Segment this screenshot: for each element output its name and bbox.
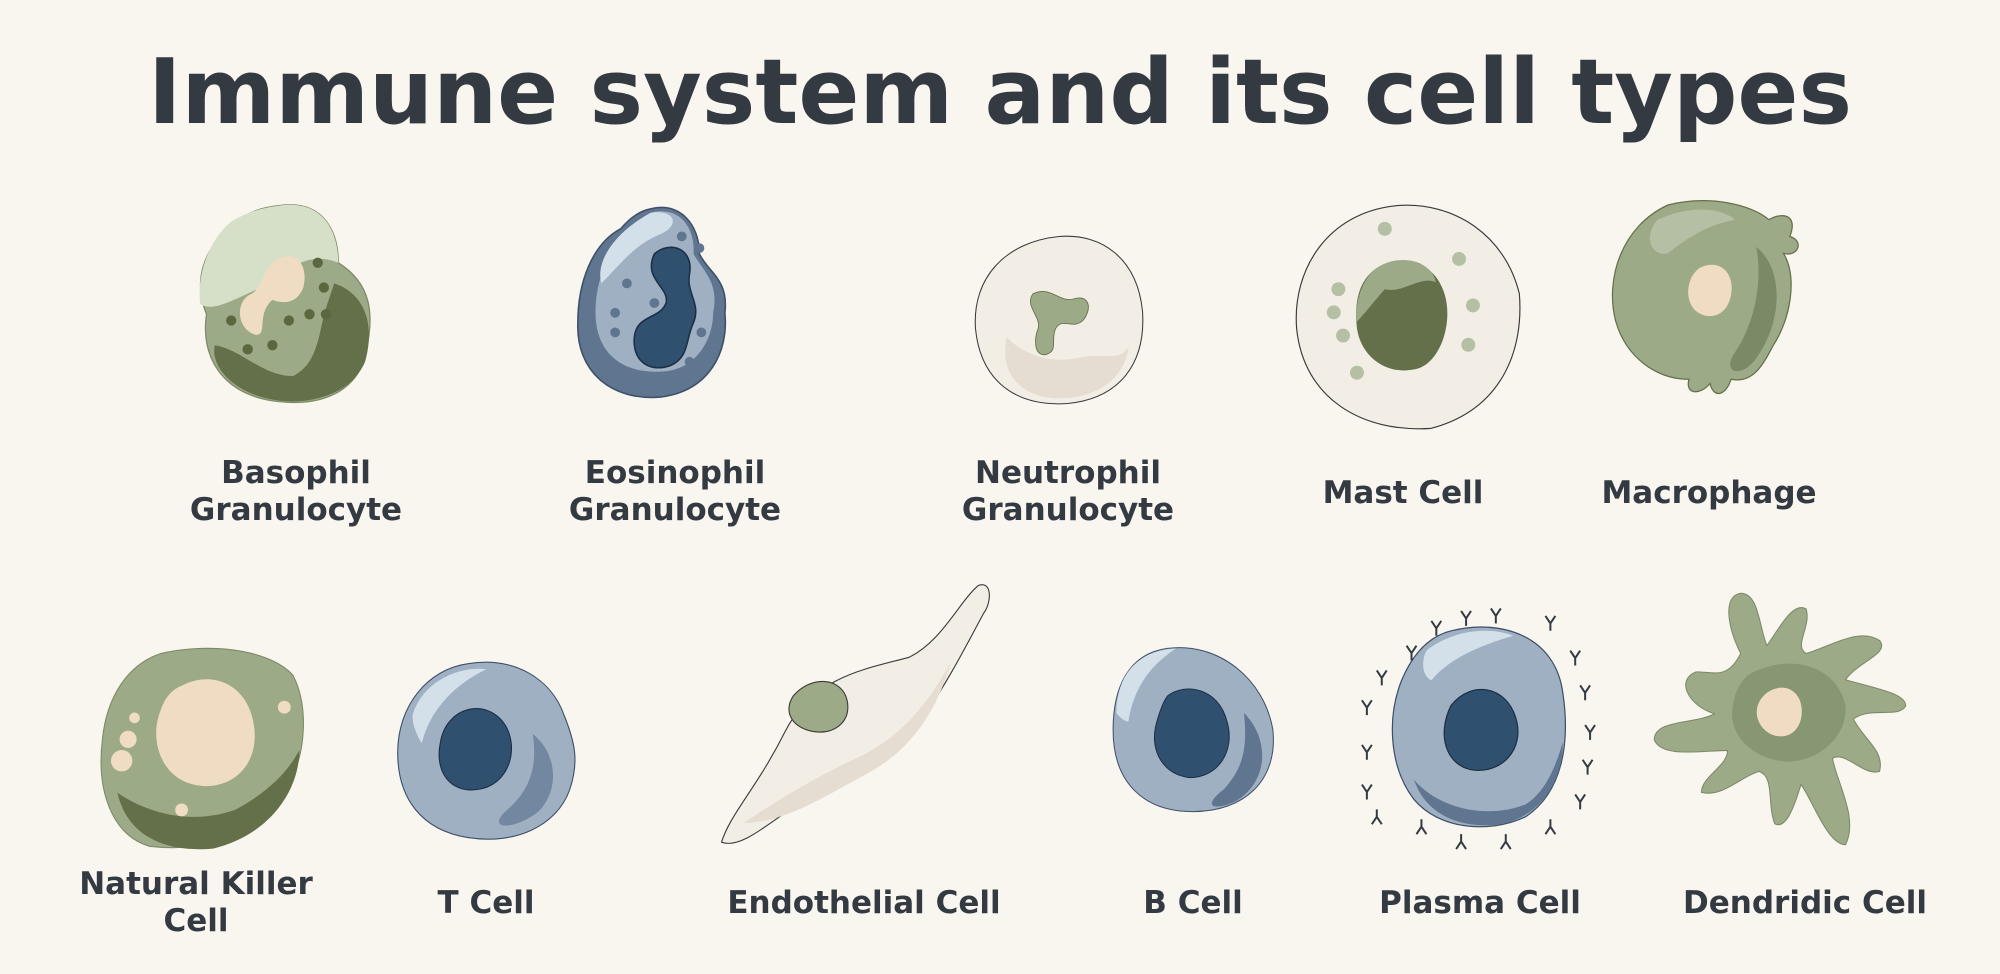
- eosinophil-label: Eosinophil Granulocyte: [569, 455, 781, 529]
- macrophage-label-line1: Macrophage: [1601, 475, 1817, 511]
- plasma-cell-label-line1: Plasma Cell: [1379, 885, 1581, 921]
- plasma-cell-illustration: [1352, 600, 1600, 860]
- eosinophil-illustration: [572, 202, 768, 404]
- basophil-illustration: [190, 195, 396, 413]
- neutrophil-illustration: [960, 233, 1158, 407]
- natural-killer-cell-label: Natural Killer Cell: [79, 866, 313, 940]
- b-cell-illustration: [1108, 611, 1278, 849]
- neutrophil-label: Neutrophil Granulocyte: [962, 455, 1174, 529]
- basophil-label-line1: Basophil: [221, 455, 371, 491]
- page-title: Immune system and its cell types: [147, 40, 1853, 145]
- t-cell-label: T Cell: [438, 885, 535, 922]
- dendritic-cell-label: Dendridic Cell: [1683, 885, 1927, 922]
- neutrophil-label-line2: Granulocyte: [961, 492, 1175, 528]
- eosinophil-label-line1: Eosinophil: [584, 455, 766, 491]
- neutrophil-label-line1: Neutrophil: [975, 455, 1161, 491]
- endothelial-cell-illustration: [638, 580, 1070, 856]
- dendritic-cell-label-line1: Dendridic Cell: [1683, 885, 1927, 921]
- t-cell-illustration: [384, 660, 589, 845]
- macrophage-label: Macrophage: [1601, 475, 1816, 512]
- basophil-label: Basophil Granulocyte: [190, 455, 402, 529]
- mast-cell-illustration: [1292, 191, 1524, 443]
- mast-cell-label-line1: Mast Cell: [1322, 475, 1484, 511]
- natural-killer-cell-label-line1: Natural Killer: [79, 866, 313, 902]
- b-cell-label: B Cell: [1143, 885, 1242, 922]
- dendritic-cell-illustration: [1634, 588, 1926, 850]
- mast-cell-label: Mast Cell: [1323, 475, 1484, 512]
- macrophage-illustration: [1605, 187, 1815, 412]
- basophil-label-line2: Granulocyte: [189, 492, 403, 528]
- eosinophil-label-line2: Granulocyte: [568, 492, 782, 528]
- t-cell-label-line1: T Cell: [437, 885, 535, 921]
- endothelial-cell-label-line1: Endothelial Cell: [727, 885, 1001, 921]
- plasma-cell-label: Plasma Cell: [1379, 885, 1581, 922]
- natural-killer-cell-illustration: [80, 643, 326, 857]
- b-cell-label-line1: B Cell: [1143, 885, 1243, 921]
- endothelial-cell-label: Endothelial Cell: [727, 885, 1000, 922]
- natural-killer-cell-label-line2: Cell: [163, 903, 229, 939]
